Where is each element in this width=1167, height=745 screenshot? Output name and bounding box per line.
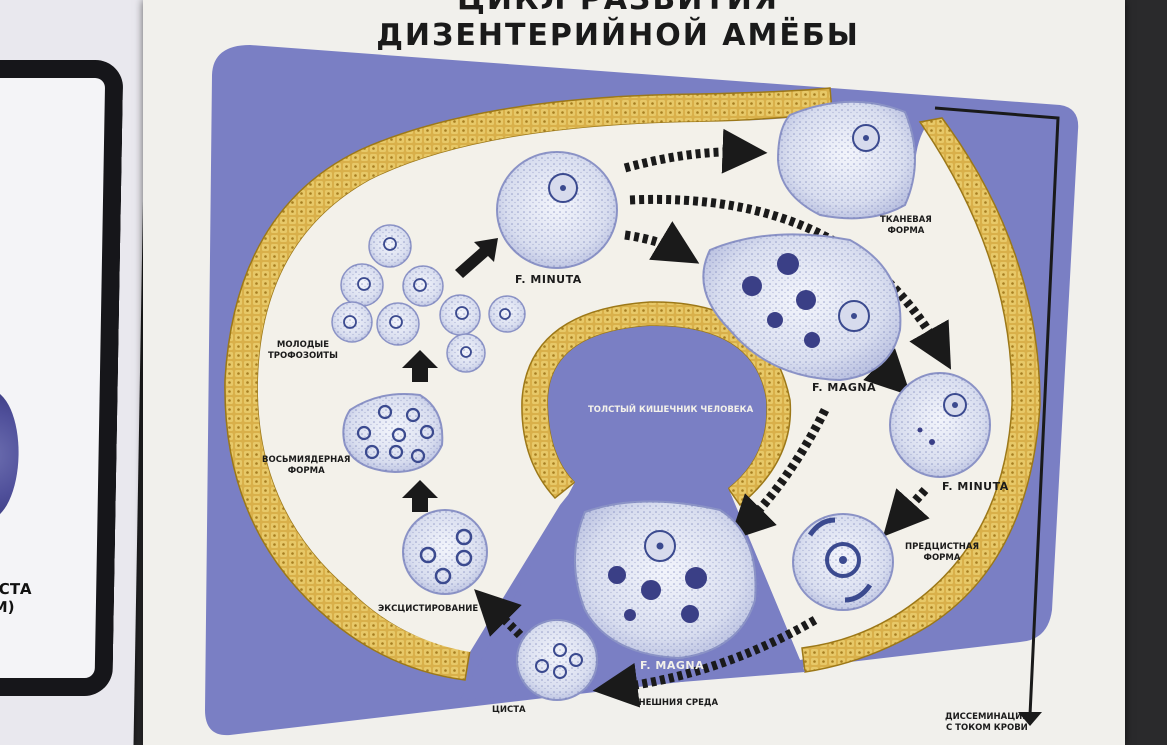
label-external-environment: ВНЕШНИЯ СРЕДА — [632, 698, 719, 708]
cell-f-minuta-top — [496, 151, 618, 269]
label-eight-nuclear-form: ВОСЬМИЯДЕРНАЯ ФОРМА — [262, 455, 351, 476]
arrow-minuta-to-precyst — [882, 486, 930, 537]
arrow-long-curve — [629, 194, 952, 370]
label-f-minuta-right: F. MINUTA — [942, 480, 1009, 493]
label-f-minuta-top: F. MINUTA — [515, 273, 582, 286]
cell-eight-nuclear — [342, 393, 444, 474]
arrow-minuta-to-magna — [624, 221, 700, 264]
young-trophozoites-group — [331, 224, 526, 373]
title-line-2: ДИЗЕНТЕРИЙНОЙ АМЁБЫ — [376, 18, 860, 53]
cell-f-minuta-right — [889, 372, 991, 478]
cell-precyst-form — [792, 513, 894, 611]
arrow-excyst-to-eight — [402, 480, 438, 512]
trophozoite — [488, 295, 526, 333]
cell-f-magna-bottom — [574, 500, 757, 660]
arrow-trophozoites-to-minuta — [455, 238, 498, 278]
arrow-cyst-to-excyst — [474, 589, 524, 639]
solid-arrows — [402, 238, 498, 512]
cell-excystation — [402, 509, 488, 595]
label-precyst-form: ПРЕДЦИСТНАЯ ФОРМА — [905, 542, 979, 563]
arrow-minuta-to-tissue — [623, 128, 768, 174]
cell-f-magna-mid — [702, 233, 902, 382]
cells — [331, 100, 991, 701]
trophozoite — [340, 263, 384, 307]
label-cyst: ЦИСТА — [492, 705, 526, 715]
arrow-eight-to-young — [402, 350, 438, 382]
trophozoite — [368, 224, 412, 268]
label-f-magna-mid: F. MAGNA — [812, 381, 877, 394]
label-young-trophozoites: МОЛОДЫЕ ТРОФОЗОИТЫ — [268, 340, 338, 361]
intestinal-wall-right — [801, 117, 1041, 673]
title-line-1: ЦИКЛ РАЗВИТИЯ — [233, 0, 1003, 18]
label-colon: ТОЛСТЫЙ КИШЕЧНИК ЧЕЛОВЕКА — [588, 405, 754, 415]
label-excystation: ЭКСЦИСТИРОВАНИЕ — [378, 604, 479, 614]
arrow-magna-to-lumen — [729, 407, 830, 541]
poster-title: ЦИКЛ РАЗВИТИЯ ДИЗЕНТЕРИЙНОЙ АМЁБЫ — [233, 0, 1003, 54]
label-tissue-form: ТКАНЕВАЯ ФОРМА — [880, 215, 932, 236]
label-f-magna-bottom: F. MAGNA — [640, 659, 705, 672]
cell-tissue-form — [776, 100, 916, 220]
trophozoite — [402, 265, 444, 307]
trophozoite — [439, 294, 481, 336]
trophozoite — [446, 333, 486, 373]
trophozoite — [376, 302, 420, 346]
cell-cyst — [516, 619, 598, 701]
trophozoite — [331, 301, 373, 343]
dissemination-arrowhead — [1018, 712, 1042, 726]
dissemination-line — [934, 106, 1060, 716]
label-dissemination: ДИССЕМИНАЦИЯ С ТОКОМ КРОВИ — [945, 712, 1029, 733]
